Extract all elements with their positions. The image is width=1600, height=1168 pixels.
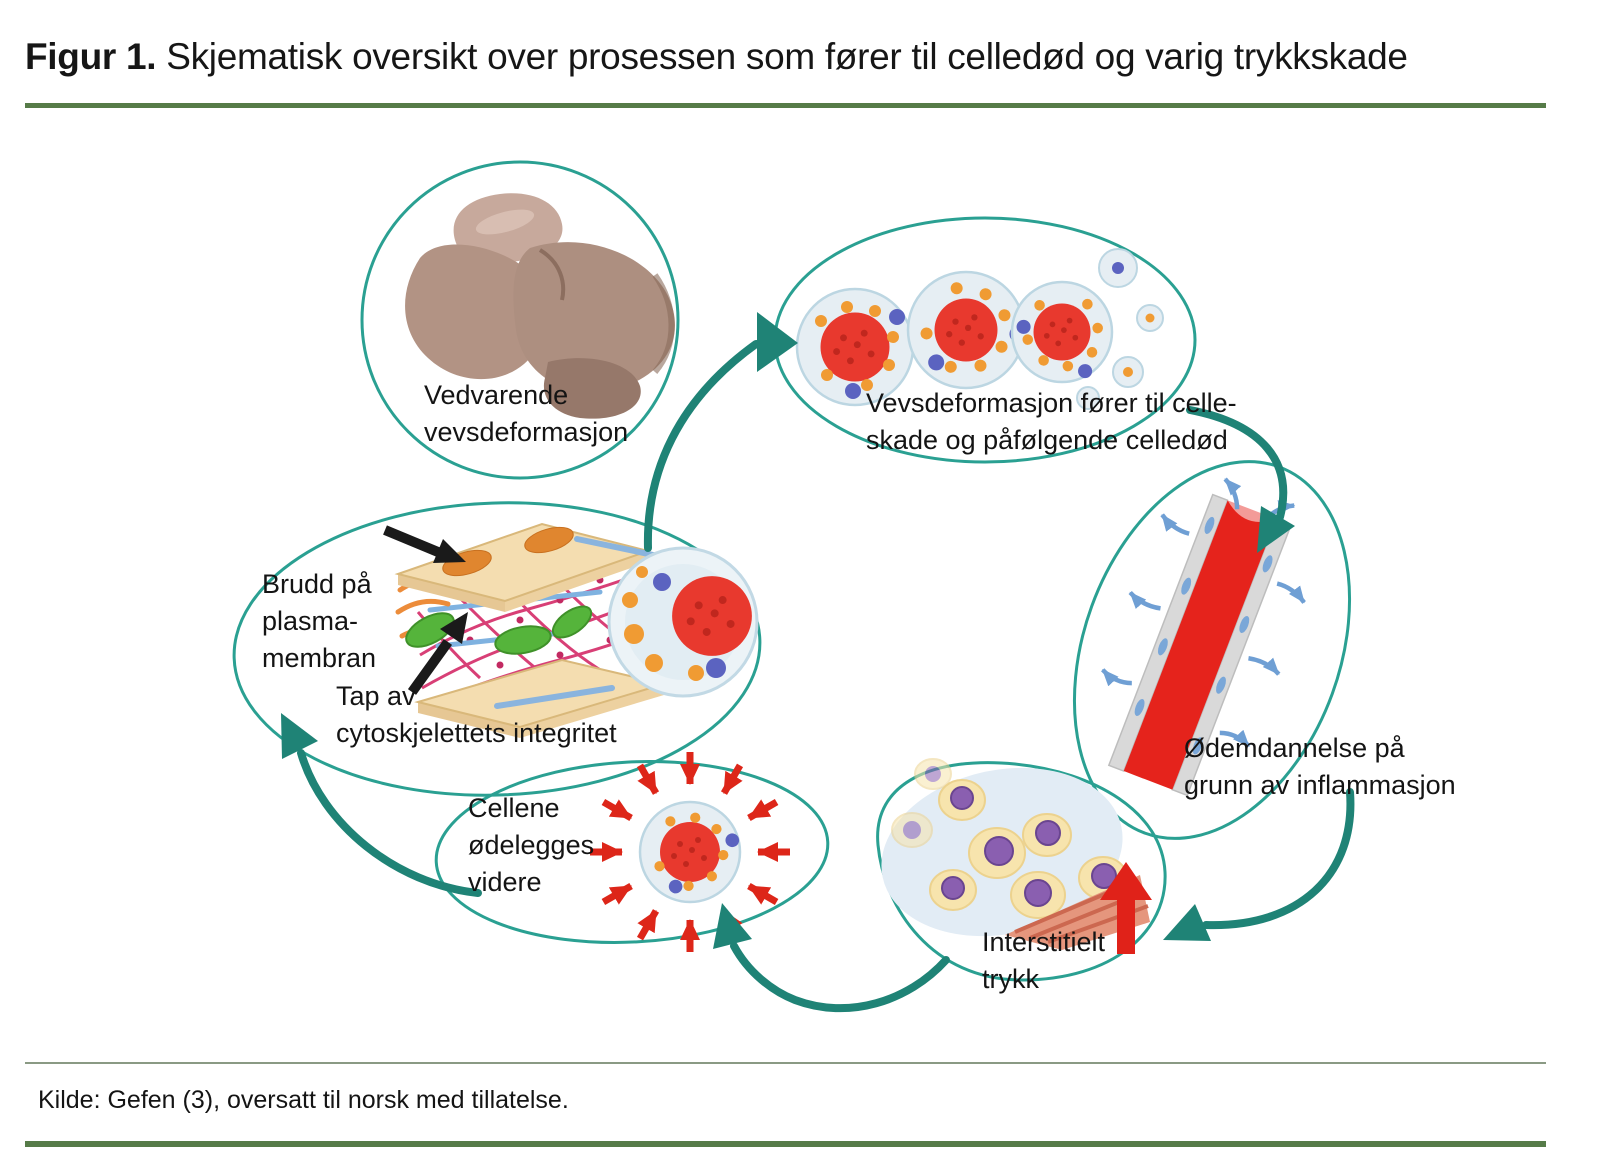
membrane-pointer-arrow	[383, 525, 466, 563]
cytoskeleton-pointer-arrow	[407, 612, 468, 695]
tissue-cells-image	[881, 758, 1152, 954]
cycle-arrows	[297, 340, 1355, 1013]
blood-vessel-image	[1101, 477, 1306, 797]
footer-green-rule	[25, 1141, 1546, 1147]
arrow-damage-to-edema	[1186, 406, 1288, 521]
label-cells-destroyed: Cellene ødelegges videre	[468, 793, 595, 897]
arrow-pressure-to-destroyed	[730, 942, 950, 1013]
label-cell-damage-death: Vevsdeformasjon fører til celle- skade o…	[866, 388, 1237, 455]
bubble-cells-destroyed	[434, 760, 830, 944]
arrow-deformation-to-damage	[643, 340, 760, 552]
damaged-cells-image	[795, 248, 1164, 410]
pressure-arrow-icon	[1100, 862, 1152, 954]
label-cytoskeleton-loss: Tap av cytoskjelettets integritet	[336, 681, 617, 748]
bubble-sustained-deformation	[360, 160, 680, 480]
bubble-membrane-rupture	[232, 501, 762, 797]
label-interstitial-pressure: Interstitielt trykk	[982, 927, 1106, 994]
label-membrane-rupture: Brudd på plasma- membran	[262, 569, 377, 673]
compressed-cell-image	[590, 752, 790, 952]
figure-title: Figur 1. Skjematisk oversikt over proses…	[25, 36, 1408, 78]
footer-thin-rule	[25, 1062, 1546, 1064]
membrane-structure-image	[383, 522, 685, 738]
label-sustained-deformation: Vedvarende vevsdeformasjon	[424, 380, 629, 447]
figure-number: Figur 1.	[25, 36, 157, 77]
arrow-edema-to-pressure	[1202, 788, 1355, 930]
figure-title-text: Skjematisk oversikt over prosessen som f…	[166, 36, 1408, 77]
membrane-cell-image	[607, 546, 759, 698]
label-edema-inflammation: Ødemdannelse på grunn av inflammasjon	[1184, 733, 1456, 800]
cycle-arrowheads	[281, 312, 1295, 949]
title-rule	[25, 103, 1546, 108]
arrow-destroyed-to-membrane	[297, 749, 482, 897]
deformed-tissue-image	[405, 193, 676, 419]
source-note: Kilde: Gefen (3), oversatt til norsk med…	[38, 1086, 569, 1114]
